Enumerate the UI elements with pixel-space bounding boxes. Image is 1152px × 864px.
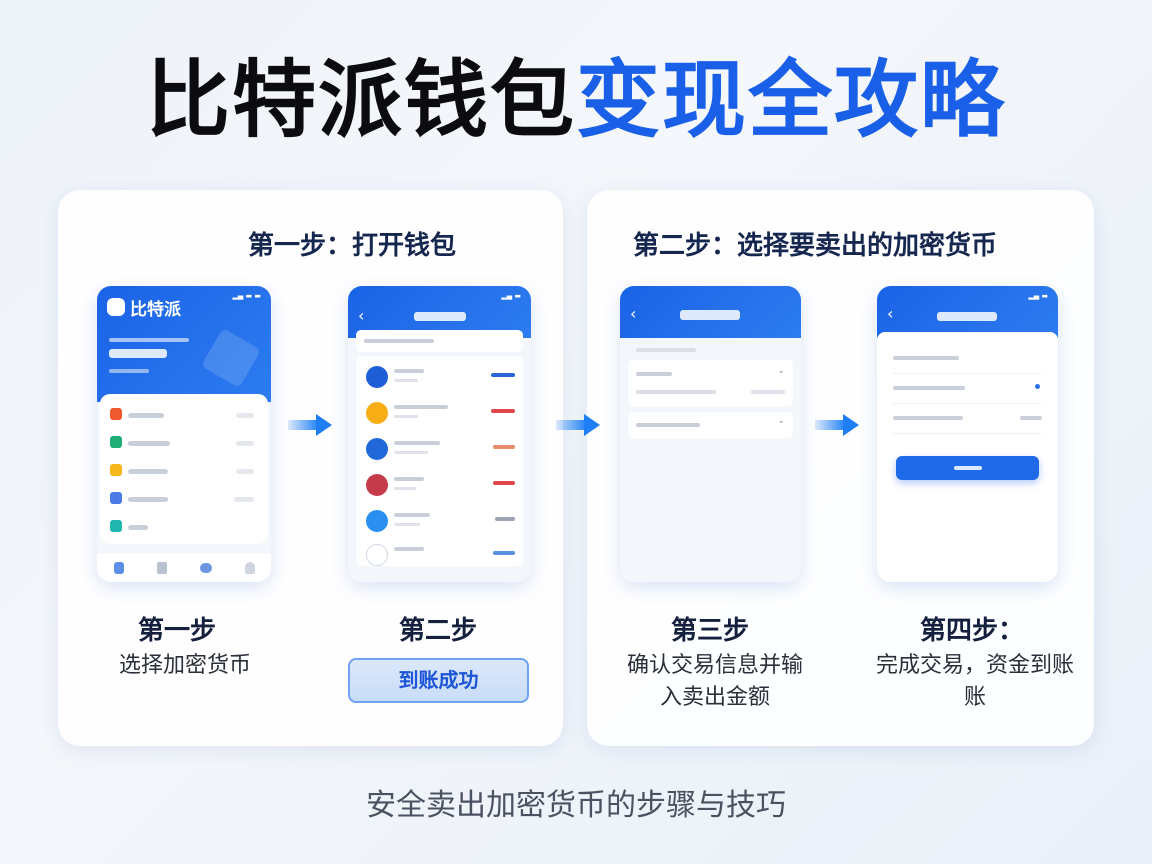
title-blue-part: 变现全攻略 xyxy=(576,51,1007,149)
asset-icon xyxy=(110,408,122,420)
asset-row[interactable] xyxy=(100,402,268,428)
phone-wallet-home: ▂▄ ▬ ▬ 比特派 xyxy=(97,286,271,582)
app-logo-icon xyxy=(107,298,125,316)
step-one-desc: 选择加密货币 xyxy=(118,653,251,678)
panel-heading-open-wallet: 第一步：打开钱包 xyxy=(248,231,457,261)
chevron-down-icon: ⌄ xyxy=(777,416,785,426)
asset-icon xyxy=(110,492,122,504)
coin-row[interactable] xyxy=(356,432,523,466)
profile-icon[interactable] xyxy=(244,562,255,574)
coin-row[interactable] xyxy=(356,538,523,566)
page-subtitle: 安全卖出加密货币的步骤与技巧 xyxy=(366,788,786,823)
status-bar-icons: ▂▄ ▬ xyxy=(501,292,521,300)
step-four-desc-line1: 完成交易，资金到账 xyxy=(875,653,1074,678)
wallet-balance xyxy=(109,349,167,358)
info-icon xyxy=(1035,384,1040,389)
page-title: 比特派钱包变现全攻略 xyxy=(0,50,1152,150)
app-name: 比特派 xyxy=(130,300,181,320)
form-field[interactable] xyxy=(893,408,1042,434)
coin-icon xyxy=(366,474,388,496)
coin-icon xyxy=(366,438,388,460)
back-arrow-icon[interactable]: ‹ xyxy=(887,304,894,323)
confirm-header: ‹ xyxy=(620,286,801,338)
form-body xyxy=(877,332,1058,582)
asset-row[interactable] xyxy=(100,486,268,512)
home-icon[interactable] xyxy=(113,562,124,574)
chevron-down-icon: ⌄ xyxy=(777,366,785,376)
asset-list xyxy=(100,394,268,544)
phone-complete-transaction: ▂▄ ▬ ‹ xyxy=(877,286,1058,582)
coin-row[interactable] xyxy=(356,504,523,538)
step-four-desc: 完成交易，资金到账 账 xyxy=(850,650,1100,714)
screen-title xyxy=(680,310,740,320)
screen-title xyxy=(937,312,997,321)
step-four-title: 第四步： xyxy=(919,616,1024,646)
step-three-desc-line2: 入卖出金额 xyxy=(659,685,770,710)
asset-icon xyxy=(110,436,122,448)
coin-list-header: ▂▄ ▬ ‹ xyxy=(348,286,531,338)
phone-confirm-transaction: ‹ ⌄ ⌄ xyxy=(620,286,801,582)
form-field[interactable] xyxy=(893,348,1042,374)
phone-coin-list: ▂▄ ▬ ‹ xyxy=(348,286,531,582)
step-three-title: 第三步 xyxy=(670,616,749,646)
step-one-title: 第一步 xyxy=(137,616,216,646)
asset-row[interactable] xyxy=(100,514,268,540)
form-field[interactable] xyxy=(893,378,1042,404)
step-three-desc-line1: 确认交易信息并输 xyxy=(626,653,803,678)
panel-heading-select-crypto: 第二步：选择要卖出的加密货币 xyxy=(633,231,998,261)
coin-icon xyxy=(366,402,388,424)
filter-bar[interactable] xyxy=(356,330,523,352)
cube-decoration-icon xyxy=(200,327,262,389)
coin-icon xyxy=(366,366,388,388)
coin-row[interactable] xyxy=(356,396,523,430)
back-arrow-icon[interactable]: ‹ xyxy=(630,304,637,323)
coin-row[interactable] xyxy=(356,468,523,502)
coin-select-card[interactable]: ⌄ xyxy=(628,360,793,406)
back-arrow-icon[interactable]: ‹ xyxy=(358,306,365,325)
wallet-icon[interactable] xyxy=(156,562,167,574)
status-bar-icons: ▂▄ ▬ xyxy=(1028,292,1048,300)
arrow-right-icon xyxy=(815,414,861,436)
arrow-right-icon xyxy=(288,414,334,436)
cloud-icon[interactable] xyxy=(199,563,212,573)
coin-list xyxy=(356,356,523,566)
wallet-header: ▂▄ ▬ ▬ 比特派 xyxy=(97,286,271,402)
coin-icon xyxy=(366,510,388,532)
step-two-title: 第二步 xyxy=(398,616,477,646)
coin-row[interactable] xyxy=(356,360,523,394)
transfer-success-button[interactable]: 到账成功 xyxy=(348,658,529,703)
amount-select-card[interactable]: ⌄ xyxy=(628,412,793,438)
complete-header: ▂▄ ▬ ‹ xyxy=(877,286,1058,340)
step-four-desc-line2: 账 xyxy=(963,685,986,710)
confirm-button[interactable] xyxy=(896,456,1039,480)
arrow-right-icon xyxy=(556,414,602,436)
asset-icon xyxy=(110,520,122,532)
asset-row[interactable] xyxy=(100,430,268,456)
step-three-desc: 确认交易信息并输 入卖出金额 xyxy=(600,650,830,714)
tab-bar xyxy=(97,554,271,582)
title-black-part: 比特派钱包 xyxy=(145,51,576,149)
status-bar-icons: ▂▄ ▬ ▬ xyxy=(232,292,261,300)
screen-title xyxy=(414,312,466,321)
coin-icon xyxy=(366,544,388,566)
asset-icon xyxy=(110,464,122,476)
asset-row[interactable] xyxy=(100,458,268,484)
